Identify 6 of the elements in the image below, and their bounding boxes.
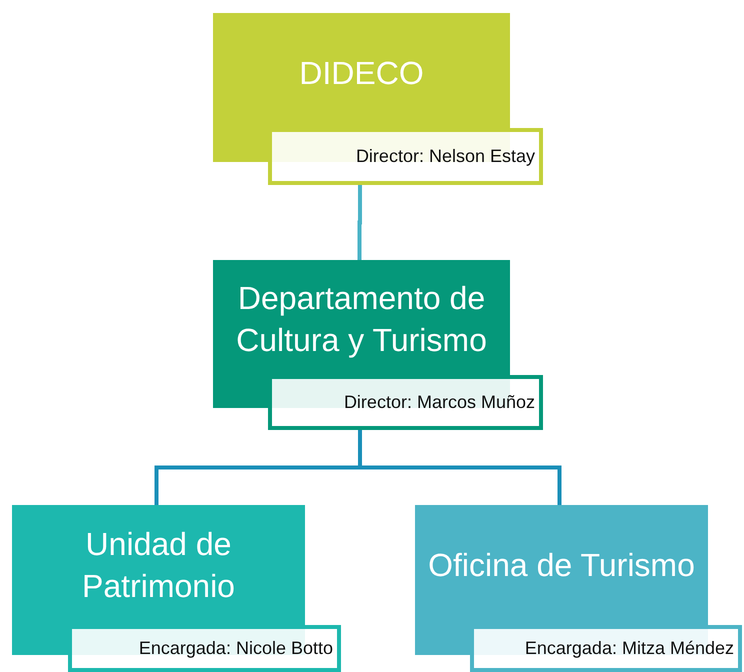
name-tag: Director: Marcos Muñoz: [268, 375, 543, 430]
name-tag: Encargada: Nicole Botto: [68, 625, 341, 672]
connector-line: [358, 430, 562, 505]
connector-line: [358, 185, 362, 260]
name-tag: Director: Nelson Estay: [268, 128, 543, 185]
name-tag: Encargada: Mitza Méndez: [470, 625, 742, 672]
